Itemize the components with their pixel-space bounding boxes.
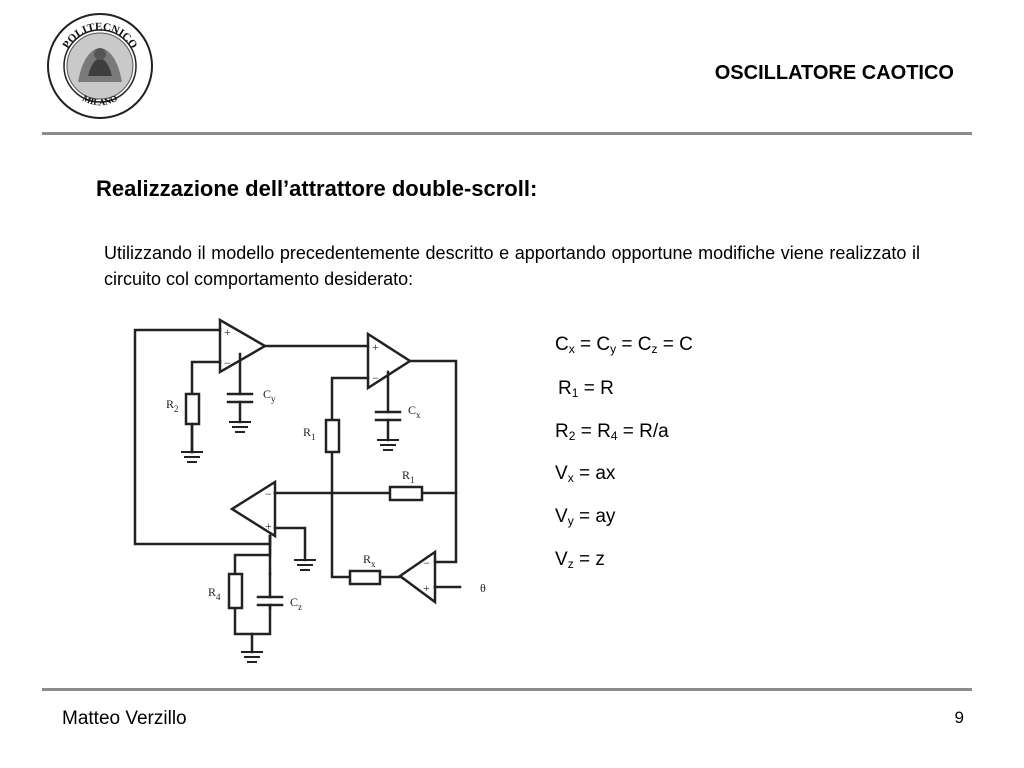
label-r1-left: R1 — [303, 425, 316, 442]
header-divider — [42, 132, 972, 135]
label-r2: R2 — [166, 397, 179, 414]
page-number: 9 — [954, 708, 964, 727]
opamp-1-minus: − — [224, 356, 231, 370]
resistor-r4 — [227, 572, 244, 610]
opamp-2-plus: + — [372, 340, 379, 354]
footer-divider — [42, 688, 972, 691]
opamp-2-minus: − — [372, 371, 379, 385]
equation-2: R1 = R — [558, 378, 614, 400]
svg-text:MILANO: MILANO — [81, 93, 119, 108]
equation-3: R2 = R4 = R/a — [555, 421, 669, 443]
opamp-3-minus: − — [265, 487, 272, 501]
resistor-r1-right — [388, 485, 424, 502]
opamp-4-minus: − — [423, 556, 430, 570]
opamp-4-plus: + — [423, 581, 430, 595]
label-theta: θ — [480, 581, 486, 595]
opamp-4 — [397, 549, 437, 605]
page-title: OSCILLATORE CAOTICO — [714, 62, 954, 84]
equation-6: Vz = z — [555, 549, 605, 571]
equation-4: Vx = ax — [555, 463, 616, 485]
section-heading: Realizzazione dell’attrattore double-scr… — [96, 176, 538, 201]
label-r1-right: R1 — [402, 468, 415, 485]
label-cx: Cx — [408, 403, 421, 420]
resistor-rx — [348, 569, 382, 586]
equation-1: Cx = Cy = Cz = C — [555, 334, 693, 356]
label-r4: R4 — [208, 585, 221, 602]
resistor-r2 — [184, 392, 201, 426]
resistor-r1-left — [324, 418, 341, 454]
opamp-3 — [229, 479, 277, 539]
seal-ring-text-bottom: MILANO — [81, 93, 119, 108]
intro-paragraph: Utilizzando il modello precedentemente d… — [104, 243, 920, 289]
opamp-1-plus: + — [224, 325, 231, 339]
opamp-3-plus: + — [265, 519, 272, 533]
label-cy: Cy — [263, 387, 276, 404]
equation-5: Vy = ay — [555, 506, 616, 528]
label-cz: Cz — [290, 595, 302, 612]
opamp-1 — [218, 317, 268, 375]
chaotic-circuit-diagram: + − + − − + − + — [133, 317, 486, 663]
footer-author: Matteo Verzillo — [62, 708, 187, 729]
ground-symbols — [181, 421, 399, 663]
politecnico-seal-icon: POLITECNICO MILANO — [47, 13, 153, 119]
label-rx: Rx — [363, 552, 376, 569]
